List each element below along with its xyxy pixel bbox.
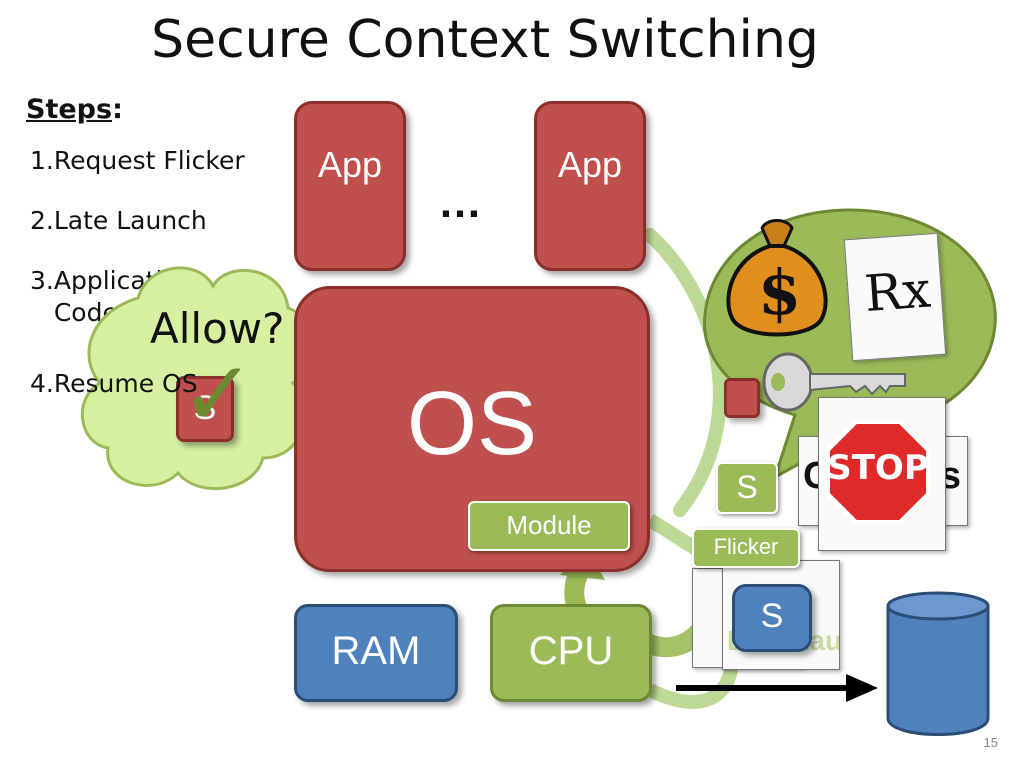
red-box-partial [724, 378, 760, 418]
arrow-to-storage [676, 674, 878, 702]
s-green-box: S [716, 462, 778, 514]
page-number: 15 [983, 735, 998, 750]
allow-label: Allow? [150, 304, 285, 353]
steps-heading-text: Steps [26, 94, 113, 125]
step-1: 1.Request Flicker [30, 146, 245, 175]
step-2: 2.Late Launch [30, 206, 207, 235]
s-module-in-cloud: S [176, 376, 234, 442]
dollar-sign: $ [758, 256, 802, 329]
ram-box: RAM [294, 604, 458, 702]
module-box: Module [468, 501, 630, 551]
stop-sign-icon [826, 420, 930, 524]
flicker-label: Flicker [692, 528, 800, 568]
s-blue-box: S [732, 584, 812, 652]
money-bag-icon [726, 219, 828, 337]
stop-sign-text: STOP [827, 448, 929, 488]
steps-heading: Steps: [26, 94, 123, 125]
cpu-box: CPU [490, 604, 652, 702]
rx-symbol: Rx [862, 260, 933, 324]
app-box-left: App [294, 101, 406, 271]
steps-heading-colon: : [112, 94, 123, 125]
step-4: 4.Resume OS [30, 369, 198, 398]
app-box-right: App [534, 101, 646, 271]
checkmark-icon: ✓ [180, 345, 256, 445]
disk-storage-icon [886, 591, 990, 736]
key-icon [762, 352, 906, 412]
slide-title: Secure Context Switching [151, 10, 819, 70]
ellipsis: … [438, 178, 482, 227]
